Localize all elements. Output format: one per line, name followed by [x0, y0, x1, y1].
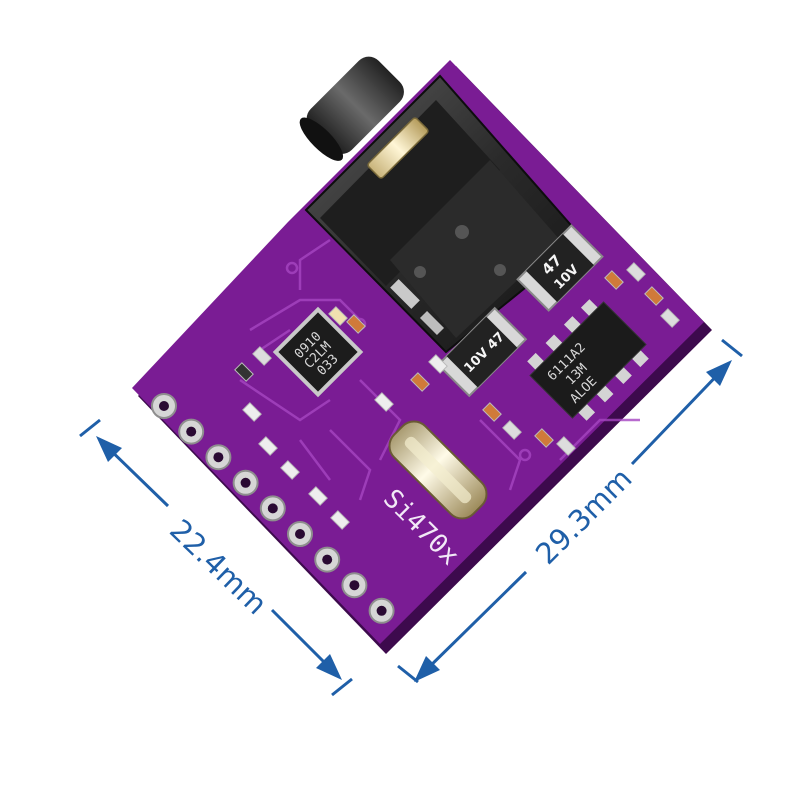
header-pin-pad — [259, 495, 286, 522]
header-pin-pad — [314, 546, 341, 573]
smd-component — [280, 460, 300, 480]
header-pin-pad — [368, 597, 395, 624]
audio-jack — [299, 56, 586, 354]
smd-component — [258, 436, 278, 456]
width-label: 22.4mm — [163, 513, 274, 622]
smd-component — [328, 306, 348, 326]
regulator-chip: 6111A2 13M ALOE — [527, 299, 649, 421]
smd-component — [428, 354, 448, 374]
smd-component — [374, 392, 394, 412]
smd-component — [308, 486, 328, 506]
smd-component — [644, 286, 664, 306]
smd-component — [604, 270, 624, 290]
smd-component — [252, 346, 272, 366]
header-pin-pad — [287, 521, 313, 547]
fm-receiver-chip: 0910 C2LM 033 — [272, 306, 364, 398]
crystal-oscillator — [388, 420, 488, 520]
smd-component — [534, 428, 554, 448]
capacitor-left: 10V 47 — [436, 306, 528, 398]
smd-passives — [234, 262, 680, 530]
smd-component — [330, 510, 350, 530]
smd-component — [346, 314, 366, 334]
header-pin-pad — [151, 393, 177, 419]
smd-component — [410, 372, 430, 392]
smd-component — [234, 362, 254, 382]
header-pins — [151, 393, 395, 624]
smd-component — [556, 436, 576, 456]
capacitor-top: 47 10V — [516, 224, 604, 312]
header-pin-pad — [232, 469, 259, 496]
smd-component — [660, 308, 680, 328]
smd-component — [626, 262, 646, 282]
header-pin-pad — [341, 572, 368, 599]
smd-component — [242, 402, 262, 422]
smd-component — [502, 420, 522, 440]
smd-component — [482, 402, 502, 422]
header-pin-pad — [205, 444, 232, 471]
header-pin-pad — [178, 418, 205, 445]
